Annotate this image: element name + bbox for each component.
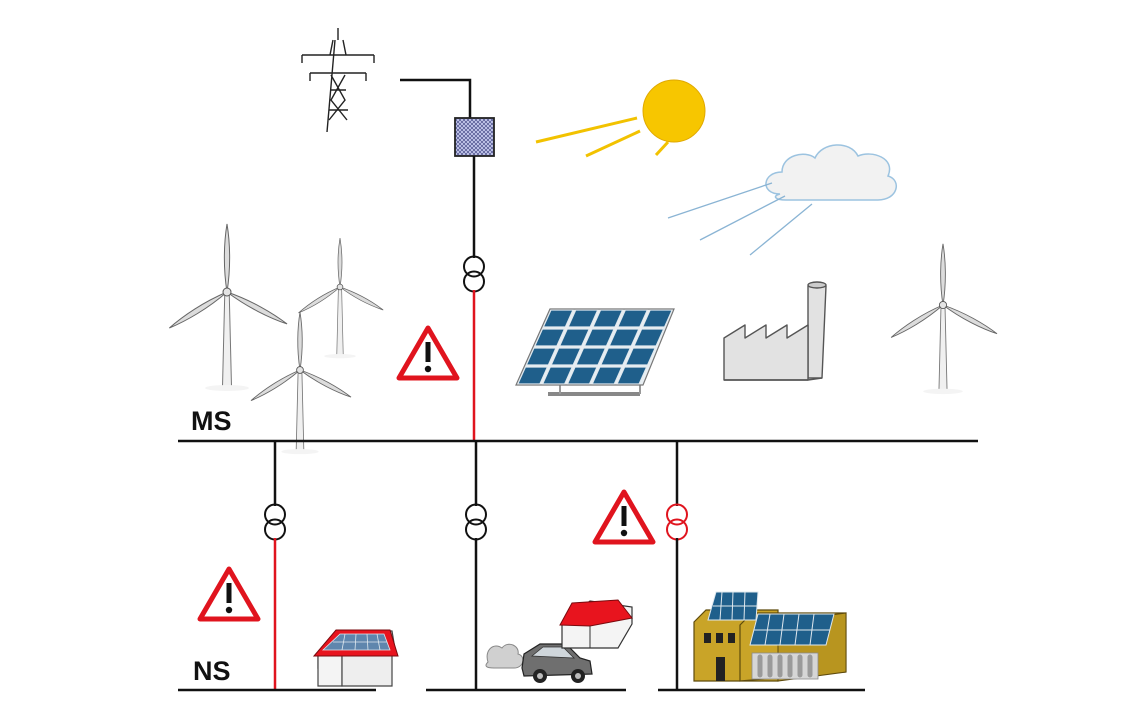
transformer-icon: [666, 503, 688, 541]
warning-icon: [399, 328, 457, 378]
transmission-tower-icon: [301, 28, 375, 133]
solar-cell: [624, 347, 656, 366]
warning-icon: [595, 492, 653, 542]
wind-turbine-icon: [297, 237, 385, 359]
solar-cell: [566, 366, 598, 385]
solar-cell: [567, 309, 599, 328]
car-icon: [485, 643, 593, 683]
transformer-icon: [465, 503, 487, 541]
lv-label: NS: [193, 656, 231, 686]
solar-panel-icon: [515, 308, 675, 396]
solar-cell: [641, 309, 673, 328]
wind-turbine-icon: [249, 311, 353, 455]
hv-connection-line: [400, 78, 472, 118]
solar-cell: [617, 309, 648, 328]
solar-cell: [608, 328, 640, 347]
solar-cell: [550, 347, 582, 366]
cloud-icon: [667, 144, 898, 256]
solar-cell: [592, 309, 624, 328]
solar-cell: [534, 328, 566, 347]
solar-cell: [542, 309, 574, 328]
solar-cell: [575, 347, 607, 366]
house-icon: [312, 629, 399, 687]
house-icon: [559, 599, 633, 649]
solar-cell: [633, 328, 665, 347]
mv-label: MS: [191, 406, 232, 436]
solar-cell: [600, 347, 631, 366]
sun-icon: [535, 79, 706, 158]
factory-icon: [723, 281, 827, 381]
wind-turbine-icon: [889, 243, 999, 395]
wind-turbine-icon: [167, 223, 289, 392]
solar-cell: [542, 366, 573, 385]
warning-icon: [200, 569, 258, 619]
substation-box-icon: [454, 117, 495, 157]
industrial-building-icon: [693, 591, 847, 682]
solar-cell: [591, 366, 623, 385]
solar-cell: [525, 347, 557, 366]
solar-cell: [517, 366, 549, 385]
solar-cell: [559, 328, 590, 347]
solar-cell: [583, 328, 615, 347]
transformer-icon: [463, 255, 485, 293]
transformer-icon: [264, 503, 286, 541]
solar-cell: [616, 366, 648, 385]
